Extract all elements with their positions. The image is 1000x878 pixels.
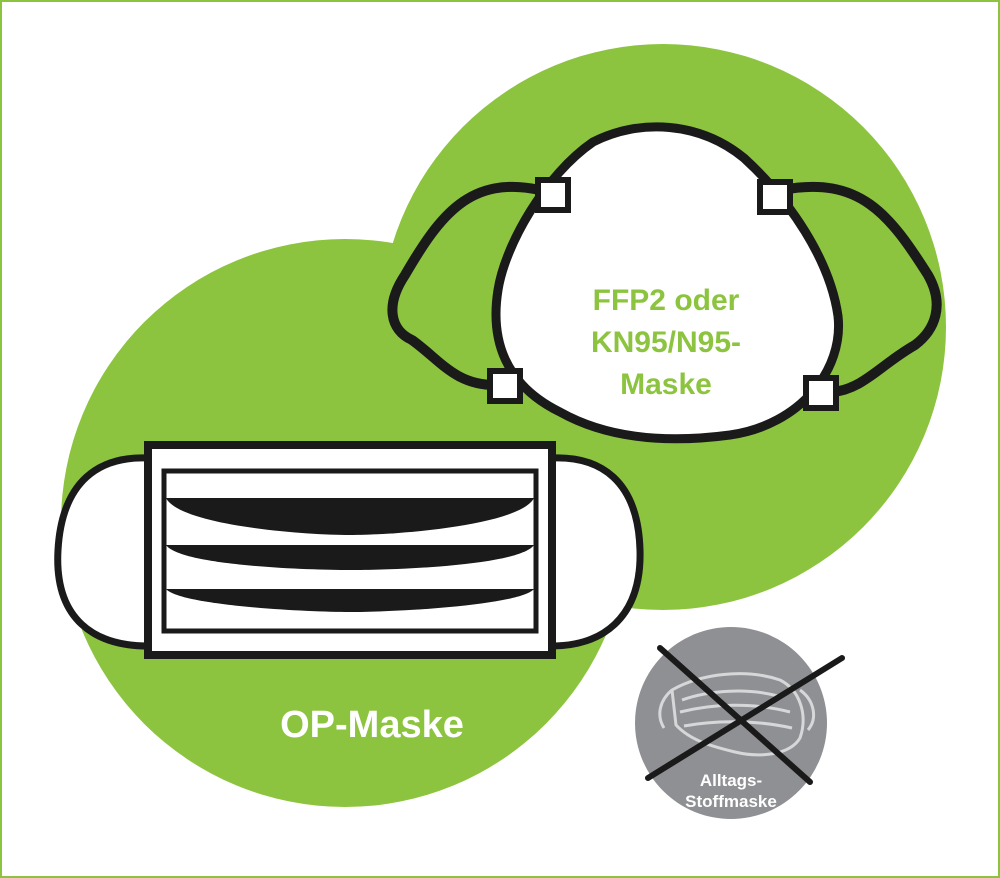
ffp2-mask-icon [387, 122, 942, 444]
cross-out-icon [645, 645, 845, 785]
ffp2-label-line3: Maske [620, 368, 712, 401]
cloth-label-line2: Stoffmaske [685, 792, 777, 811]
ffp2-label-line2: KN95/N95- [591, 326, 741, 359]
cloth-label-line1: Alltags- [700, 771, 762, 790]
surgical-mask-icon [54, 441, 644, 659]
op-label: OP-Maske [280, 704, 464, 746]
cloth-mask-icon [658, 672, 816, 757]
ffp2-label-line1: FFP2 oder [593, 284, 740, 317]
